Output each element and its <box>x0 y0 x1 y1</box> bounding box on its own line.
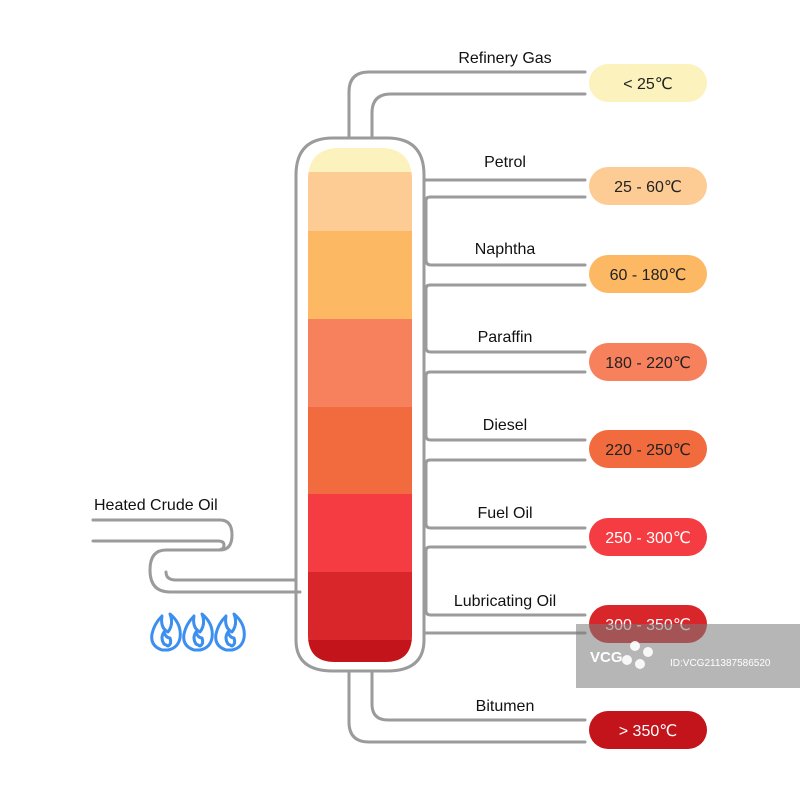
fraction-name: Diesel <box>483 417 527 434</box>
fraction-name: Fuel Oil <box>477 505 532 522</box>
fraction-name: Naphtha <box>475 241 536 258</box>
column-band <box>308 148 412 173</box>
temperature-badge <box>589 430 707 468</box>
temperature-badge <box>589 711 707 749</box>
temperature-badge <box>589 255 707 293</box>
fraction-bitumen: Bitumen > 350℃ <box>476 698 707 749</box>
fraction-petrol: Petrol 25 - 60℃ <box>484 154 707 205</box>
crude-oil-inlet-pipe <box>91 518 302 594</box>
column-band <box>308 494 412 573</box>
column-band <box>308 640 412 662</box>
diesel-pipe-return <box>424 458 587 530</box>
temperature-badge <box>589 64 707 102</box>
bitumen-pipe <box>347 669 587 744</box>
temperature-label: 250 - 300℃ <box>605 530 691 547</box>
temperature-badge <box>589 343 707 381</box>
fraction-name: Bitumen <box>476 698 535 715</box>
column-shell-outer <box>294 136 426 673</box>
flame-icon <box>214 612 246 652</box>
fraction-naphtha: Naphtha 60 - 180℃ <box>475 241 707 293</box>
fraction-name: Petrol <box>484 154 526 171</box>
watermark-logo-icon <box>622 641 653 669</box>
petrol-pipe-return <box>424 195 587 267</box>
column-band <box>308 407 412 495</box>
naphtha-pipe-return <box>424 283 587 354</box>
bitumen-pipe-inner <box>370 669 587 722</box>
temperature-label: 25 - 60℃ <box>614 179 682 196</box>
temperature-badge <box>589 518 707 556</box>
fraction-paraffin: Paraffin 180 - 220℃ <box>478 329 707 381</box>
fuel-oil-pipe-return <box>424 545 587 617</box>
temperature-label: < 25℃ <box>623 76 673 93</box>
temperature-badge <box>589 167 707 205</box>
watermark-brand: VCG <box>590 649 623 666</box>
temperature-label: 60 - 180℃ <box>610 267 687 284</box>
column-band <box>308 231 412 320</box>
pipes <box>91 70 587 744</box>
burner-flames <box>150 612 246 652</box>
fraction-name: Paraffin <box>478 329 533 346</box>
column-fill <box>308 148 412 662</box>
watermark: VCG ID:VCG211387586520 <box>576 624 800 688</box>
crude-oil-inlet-pipe-inner <box>91 539 226 552</box>
temperature-label: 180 - 220℃ <box>605 355 691 372</box>
refinery-gas-pipe-inner <box>370 92 587 140</box>
input-label: Heated Crude Oil <box>94 497 218 514</box>
flame-icon <box>182 612 214 652</box>
fraction-name: Lubricating Oil <box>454 593 556 610</box>
crude-oil-inlet-pipe-lower <box>164 570 298 582</box>
fraction-diesel: Diesel 220 - 250℃ <box>483 417 707 468</box>
column-band <box>308 172 412 232</box>
temperature-label: 220 - 250℃ <box>605 442 691 459</box>
paraffin-pipe-return <box>424 370 587 442</box>
fraction-refinery-gas: Refinery Gas < 25℃ <box>458 50 707 102</box>
column-band <box>308 572 412 641</box>
column-band <box>308 319 412 408</box>
refinery-gas-pipe <box>347 70 587 140</box>
fraction-fuel-oil: Fuel Oil 250 - 300℃ <box>477 505 707 556</box>
watermark-id: ID:VCG211387586520 <box>670 658 771 669</box>
fraction-name: Refinery Gas <box>458 50 551 67</box>
temperature-label: > 350℃ <box>619 723 677 740</box>
flame-icon <box>150 612 182 652</box>
